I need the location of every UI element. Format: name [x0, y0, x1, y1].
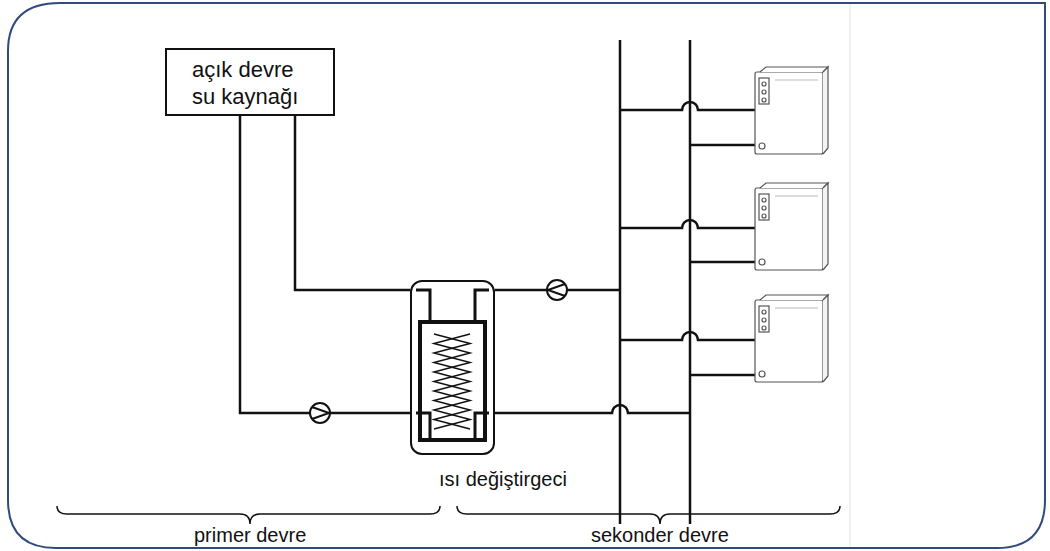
branch-pipe [690, 261, 755, 264]
branch-pipe [620, 220, 755, 228]
exchanger-core [412, 282, 493, 453]
indoor-unit [755, 67, 828, 154]
pipe-connector [240, 116, 410, 413]
riser-pipe [619, 40, 622, 532]
branch-pipe [620, 332, 755, 340]
pump-symbol [310, 403, 330, 423]
source-box: açık devre su kaynağı [165, 48, 335, 116]
frame [8, 3, 1045, 548]
box-text: açık devre su kaynağı [192, 56, 308, 110]
branch-pipe [690, 374, 755, 377]
indoor-unit [755, 183, 828, 270]
branch-pipe [620, 102, 755, 110]
component-label: ısı değiştirgeci [437, 468, 569, 491]
branch-pipe [690, 144, 755, 147]
pipe-connector [295, 116, 410, 290]
riser-pipe [689, 40, 692, 532]
section-label: sekonder devre [588, 524, 732, 547]
secondary-pipe [495, 405, 690, 413]
bracket [57, 506, 440, 524]
heat-exchanger: ısı değiştirgeci [410, 280, 495, 455]
section-label: primer devre [191, 524, 309, 547]
pump-symbol [547, 280, 567, 300]
divider [850, 4, 851, 547]
indoor-unit [755, 295, 828, 382]
bracket [457, 506, 840, 524]
